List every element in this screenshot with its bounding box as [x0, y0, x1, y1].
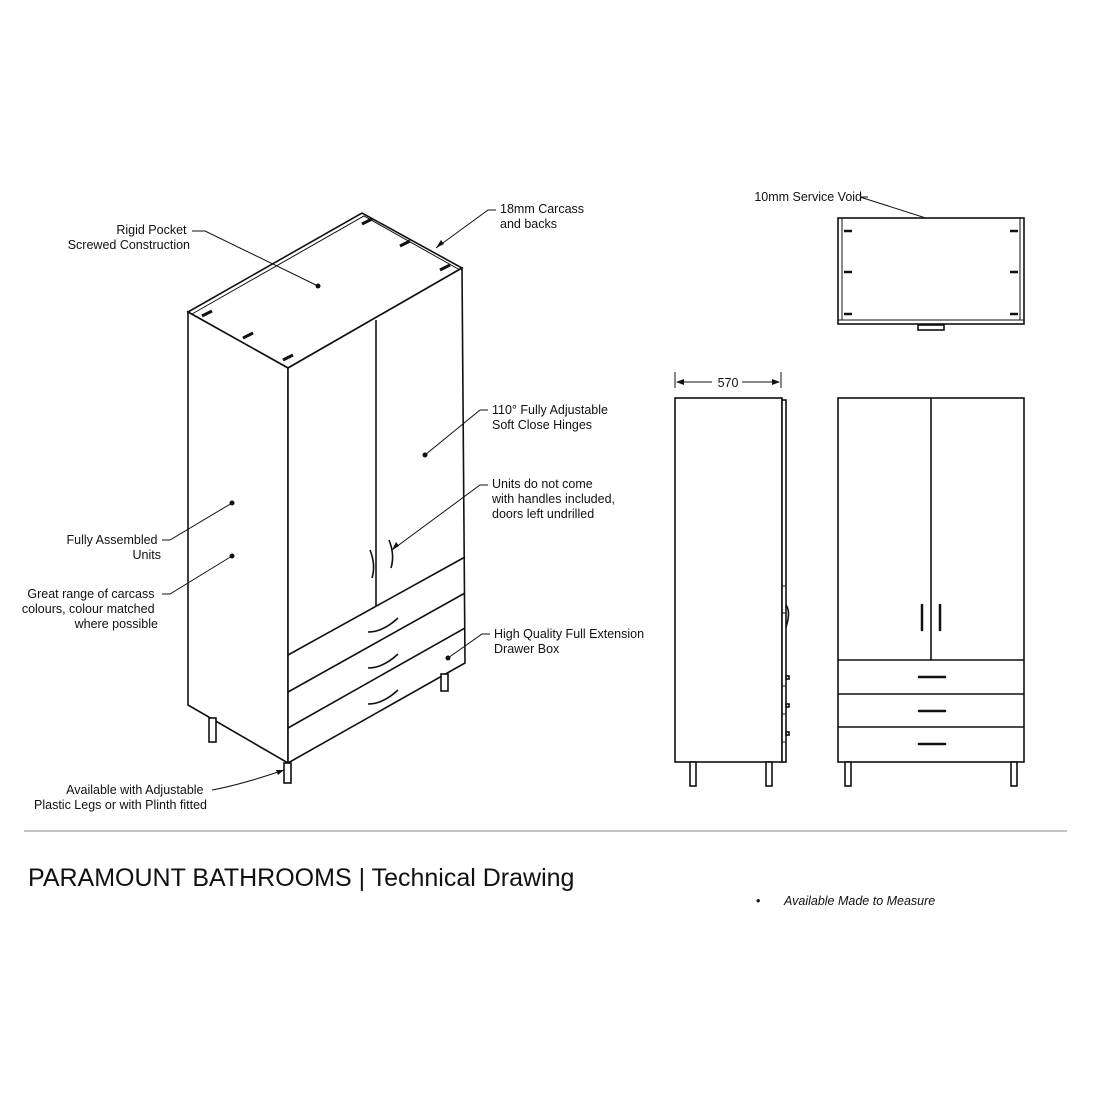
label-service-void: 10mm Service Void	[754, 190, 862, 204]
drawer-handles	[367, 617, 399, 705]
label-carcass: 18mm Carcass and backs	[500, 202, 588, 231]
top-view	[837, 217, 1025, 331]
label-assembled: Fully Assembled Units	[67, 533, 162, 562]
legs	[208, 673, 449, 784]
construction-slots	[201, 217, 451, 362]
side-view: 570	[674, 372, 790, 787]
width-dimension: 570	[718, 376, 739, 390]
leader-lines	[162, 196, 933, 791]
door-handles	[369, 539, 394, 579]
label-hinges: 110° Fully Adjustable Soft Close Hinges	[492, 403, 611, 432]
front-view	[837, 397, 1025, 787]
label-legs: Available with Adjustable Plastic Legs o…	[34, 783, 207, 812]
feature-note: • Available Made to Measure	[756, 894, 935, 908]
isometric-cabinet	[162, 196, 935, 791]
bullet: •	[756, 894, 761, 908]
page-title: PARAMOUNT BATHROOMS | Technical Drawing	[28, 864, 575, 892]
label-colours: Great range of carcass colours, colour m…	[22, 587, 158, 631]
note-text: Available Made to Measure	[784, 894, 936, 908]
label-rigid-pocket: Rigid Pocket Screwed Construction	[68, 223, 190, 252]
label-drawer: High Quality Full Extension Drawer Box	[494, 627, 648, 656]
label-handles: Units do not come with handles included,…	[491, 477, 618, 521]
